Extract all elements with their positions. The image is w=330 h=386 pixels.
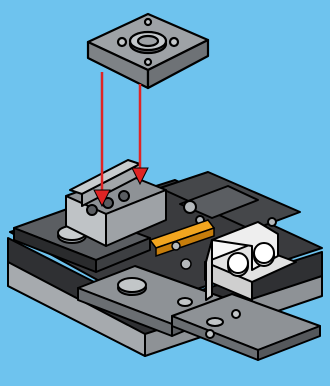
assembly-instruction-diagram bbox=[0, 0, 330, 386]
lego-build-step-illustration bbox=[0, 0, 330, 386]
